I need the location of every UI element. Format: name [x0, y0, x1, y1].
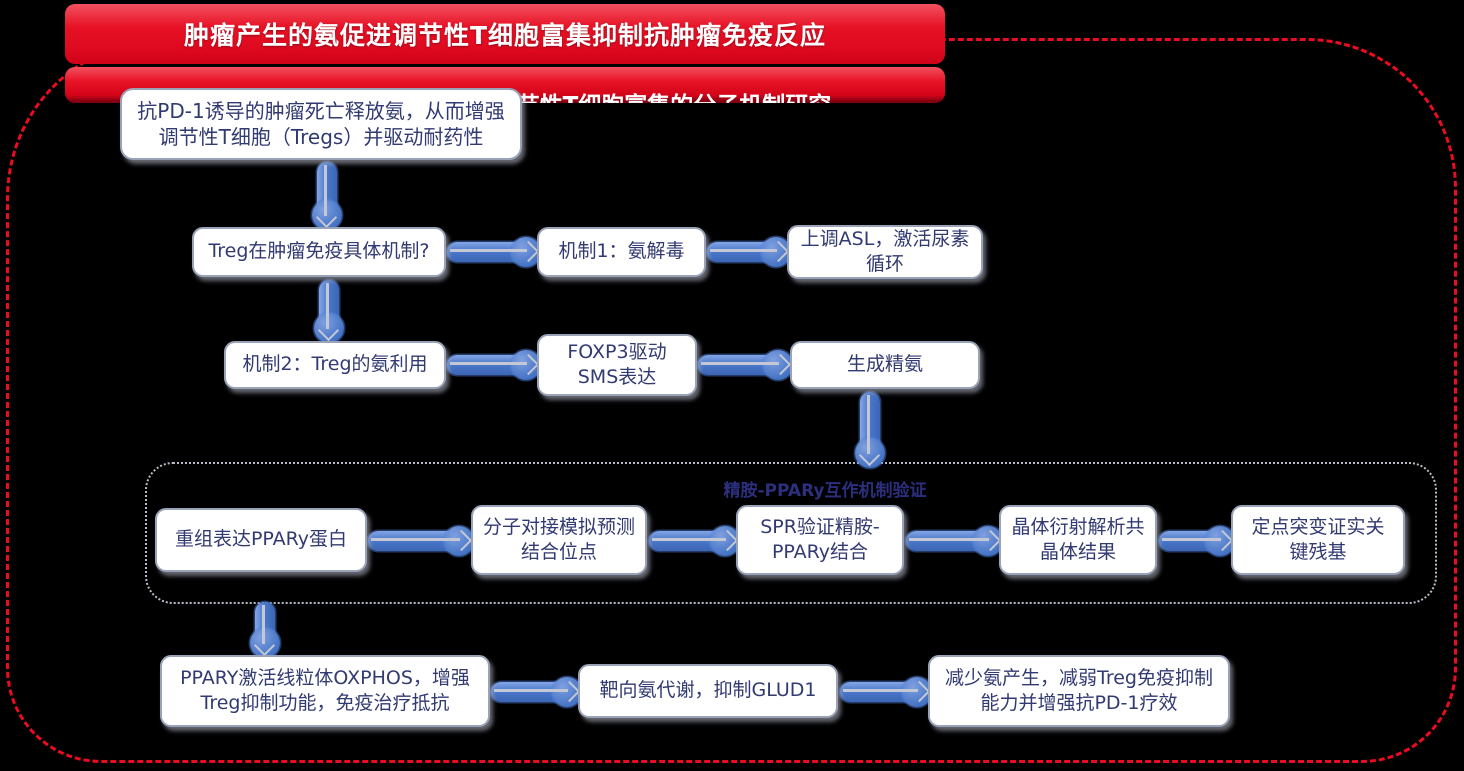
oxphos-box: PPARY激活线粒体OXPHOS，增强Treg抑制功能，免疫治疗抵抗	[160, 655, 490, 727]
arrow-bulge	[973, 526, 1003, 556]
right-arrow-crystal-to-mutation	[1159, 526, 1235, 556]
crystal-box: 晶体衍射解析共晶体结果	[999, 505, 1157, 575]
right-arrow-glud1-to-outcome	[840, 677, 932, 707]
docking-box: 分子对接模拟预测结合位点	[471, 505, 647, 575]
arrow-shaft	[450, 362, 527, 365]
mutation-box: 定点突变证实关键残基	[1231, 505, 1405, 575]
right-arrow-spr-to-crystal	[906, 526, 1003, 556]
intro-box: 抗PD-1诱导的肿瘤死亡释放氨，从而增强调节性T细胞（Tregs）并驱动耐药性	[120, 88, 522, 160]
ppar-protein-box: 重组表达PPARy蛋白	[155, 508, 367, 572]
arrow-bulge	[761, 237, 791, 267]
arrow-bulge	[511, 237, 541, 267]
right-arrow-ppar-to-docking	[368, 526, 474, 556]
asl-urea-box: 上调ASL，激活尿素循环	[787, 225, 983, 279]
right-arrow-question-to-mechanism1	[447, 237, 541, 267]
arrow-bulge	[902, 677, 932, 707]
arrow-bulge	[314, 313, 344, 343]
arrow-bulge	[250, 628, 280, 658]
down-arrow-spermine-to-container	[855, 392, 885, 468]
outcome-box: 减少氨产生，减弱Treg免疫抑制能力并增强抗PD-1疗效	[928, 655, 1230, 727]
arrow-shaft	[710, 249, 777, 252]
arrow-shaft	[262, 605, 265, 644]
arrow-shaft	[371, 538, 460, 541]
spermine-box: 生成精氨	[790, 341, 980, 389]
arrow-shaft	[1162, 538, 1221, 541]
arrow-bulge	[511, 350, 541, 380]
arrow-shaft	[909, 538, 989, 541]
page-title: 肿瘤产生的氨促进调节性T细胞富集抑制抗肿瘤免疫反应	[183, 21, 827, 50]
title-banner: 肿瘤产生的氨促进调节性T细胞富集抑制抗肿瘤免疫反应	[65, 4, 945, 64]
down-arrow-question-to-mechanism2	[314, 280, 344, 343]
arrow-shaft	[494, 689, 568, 692]
right-arrow-mechanism2-to-foxp3	[447, 350, 541, 380]
arrow-shaft	[867, 395, 870, 454]
arrow-bulge	[312, 200, 342, 230]
foxp3-sms-box: FOXP3驱动SMS表达	[537, 334, 697, 396]
arrow-bulge	[444, 526, 474, 556]
arrow-bulge	[763, 350, 793, 380]
question-box: Treg在肿瘤免疫具体机制?	[192, 227, 446, 277]
right-arrow-mechanism1-to-asl	[707, 237, 791, 267]
glud1-box: 靶向氨代谢，抑制GLUD1	[578, 664, 838, 718]
mechanism2-box: 机制2：Treg的氨利用	[224, 341, 446, 389]
mechanism1-box: 机制1：氨解毒	[537, 227, 706, 277]
arrow-shaft	[843, 689, 918, 692]
arrow-bulge	[710, 526, 740, 556]
right-arrow-docking-to-spr	[649, 526, 740, 556]
down-arrow-intro-to-question	[312, 162, 342, 230]
down-arrow-container-to-oxphos	[250, 602, 280, 658]
spr-box: SPR验证精胺-PPARy结合	[736, 505, 904, 575]
right-arrow-foxp3-to-spermine	[698, 350, 793, 380]
arrow-shaft	[326, 283, 329, 329]
arrow-bulge	[1205, 526, 1235, 556]
right-arrow-oxphos-to-glud1	[491, 677, 582, 707]
arrow-bulge	[855, 438, 885, 468]
arrow-bulge	[552, 677, 582, 707]
arrow-shaft	[701, 362, 779, 365]
validation-container	[145, 462, 1437, 604]
validation-container-label: 精胺-PPARy互作机制验证	[723, 481, 927, 501]
arrow-shaft	[324, 165, 327, 216]
arrow-shaft	[450, 249, 527, 252]
arrow-shaft	[652, 538, 726, 541]
